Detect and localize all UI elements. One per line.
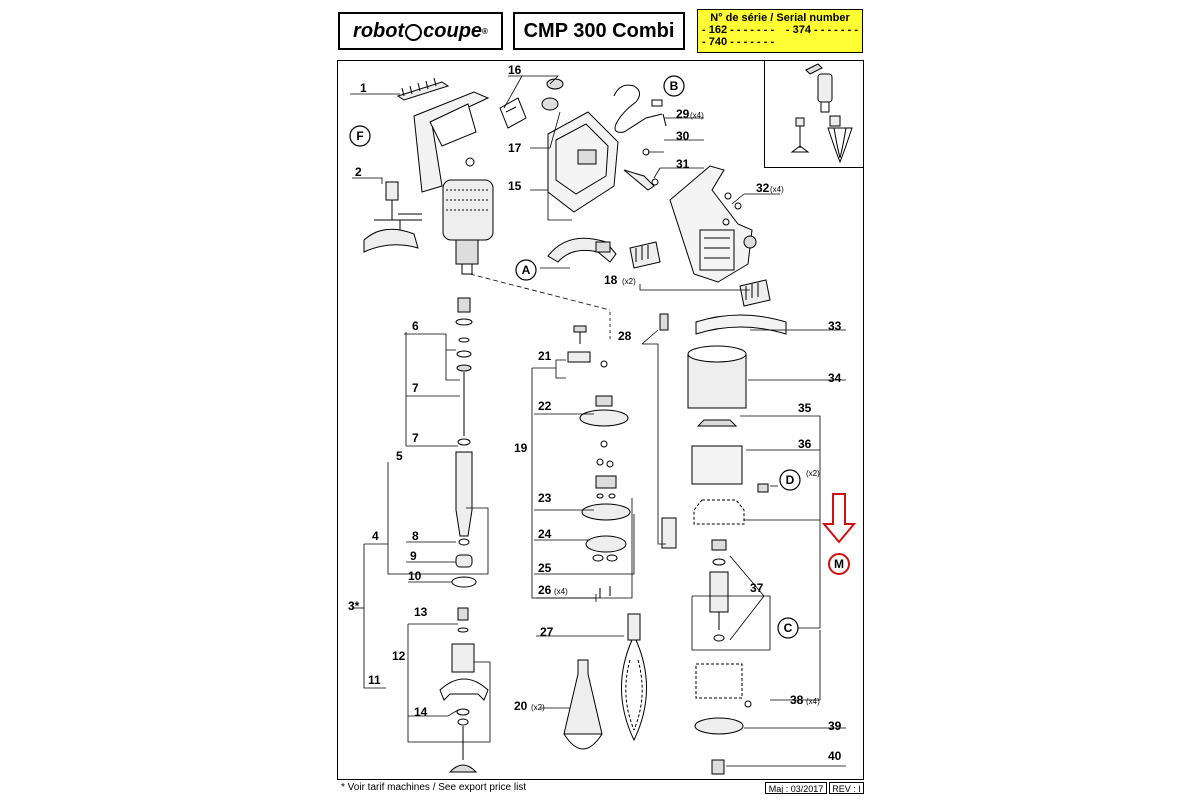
part-labels: 123*456778910111213141516171819202122232…: [348, 63, 842, 763]
inset-assembled-motor: [790, 63, 853, 164]
circle-a-marker: [515, 259, 537, 281]
part-label-8: 8: [412, 529, 419, 543]
part-F-motor-unit: [413, 91, 494, 275]
part-label-12: 12: [392, 649, 406, 663]
circle-c-marker: [777, 617, 799, 639]
part-label-20: 20: [514, 699, 528, 713]
part-label-38: 38: [790, 693, 804, 707]
part-B-power-cord: [613, 84, 663, 133]
part-label-28: 28: [618, 329, 632, 343]
part-label-1: 1: [360, 81, 367, 95]
serial-title: N° de série / Serial number: [710, 12, 850, 24]
part-label-10: 10: [408, 569, 422, 583]
logo-text-right: coupe: [423, 19, 483, 42]
circle-label-a: A: [522, 263, 531, 277]
whisk-attachment: [563, 613, 647, 750]
leader-lines: [350, 75, 846, 767]
model-title: CMP 300 Combi: [513, 12, 685, 50]
part-28-connector: [659, 313, 677, 549]
quantity-q26: (x4): [554, 587, 568, 596]
part-label-29: 29: [676, 107, 690, 121]
part-label-14: 14: [414, 705, 428, 719]
part-label-5: 5: [396, 449, 403, 463]
part-label-2: 2: [355, 165, 362, 179]
parts-29-30-31-hardware: [623, 113, 667, 191]
robot-coupe-logo: robot coupe®: [338, 12, 503, 50]
quantity-q29: (x4): [690, 111, 704, 120]
part-15-housing-half: [547, 111, 619, 213]
serial-range-374: - 374 - - - - - - -: [785, 24, 858, 36]
part-1-clips: [396, 77, 450, 101]
quantity-qD: (x2): [806, 469, 820, 478]
part-motor-housing-cover: [669, 165, 757, 283]
quantity-q32: (x4): [770, 185, 784, 194]
quantity-q20: (x2): [531, 703, 545, 712]
circle-label-f: F: [356, 129, 363, 143]
logo-text-left: robot: [353, 19, 405, 42]
part-label-40: 40: [828, 749, 842, 763]
part-label-25: 25: [538, 561, 552, 575]
part-label-19: 19: [514, 441, 528, 455]
part-label-32: 32: [756, 181, 770, 195]
part-label-3: 3*: [348, 599, 360, 613]
circle-label-c: C: [784, 621, 793, 635]
footer-revision: REV : I: [829, 782, 864, 794]
whisk-shaft-assembly: [439, 607, 489, 773]
part-2-cable-assembly: [363, 181, 422, 253]
part-label-11: 11: [368, 673, 381, 687]
part-label-35: 35: [798, 401, 812, 415]
part-label-13: 13: [414, 605, 428, 619]
part-label-23: 23: [538, 491, 552, 505]
part-label-7a: 7: [412, 381, 419, 395]
quantity-q38: (x4): [806, 697, 820, 706]
circle-f-marker: [349, 125, 371, 147]
serial-range-162: - 162 - - - - - - -: [702, 24, 775, 36]
part-label-21: 21: [538, 349, 552, 363]
part-label-30: 30: [676, 129, 690, 143]
quantity-q18: (x2): [622, 277, 636, 286]
part-label-7b: 7: [412, 431, 419, 445]
part-label-34: 34: [828, 371, 842, 385]
part-label-27: 27: [540, 625, 554, 639]
circled-letter-labels: A B C D F M: [349, 75, 850, 639]
logo-registered-mark: ®: [482, 26, 488, 36]
part-label-26: 26: [538, 583, 552, 597]
part-label-39: 39: [828, 719, 842, 733]
part-A-clamp: [547, 237, 617, 263]
circle-label-m: M: [834, 557, 844, 571]
motor-components: [687, 314, 787, 775]
gearbox-assembly: [567, 325, 631, 598]
part-label-36: 36: [798, 437, 812, 451]
part-label-18: 18: [604, 273, 618, 287]
part-label-37: 37: [750, 581, 764, 595]
circle-label-d: D: [786, 473, 795, 487]
serial-number-box: N° de série / Serial number - 162 - - - …: [697, 9, 863, 53]
footer-note: * Voir tarif machines / See export price…: [341, 782, 527, 793]
part-label-33: 33: [828, 319, 842, 333]
serial-range-740: - 740 - - - - - - -: [702, 36, 775, 48]
part-label-31: 31: [676, 157, 690, 171]
part-label-6: 6: [412, 319, 419, 333]
part-label-22: 22: [538, 399, 552, 413]
circle-b-marker: [663, 75, 685, 97]
circle-m-marker: [828, 553, 850, 575]
blender-shaft-assembly: [451, 297, 477, 588]
part-label-4: 4: [372, 529, 379, 543]
highlight-arrow-icon: [821, 493, 857, 544]
part-label-17: 17: [508, 141, 522, 155]
part-label-15: 15: [508, 179, 522, 193]
circle-label-b: B: [670, 79, 679, 93]
part-label-9: 9: [410, 549, 417, 563]
part-16-17-covers: [499, 78, 564, 129]
part-label-16: 16: [508, 63, 522, 77]
part-18-vent-grilles: [629, 241, 771, 307]
logo-ring-icon: [405, 23, 423, 41]
assembled-views-inset: [764, 60, 864, 168]
part-label-24: 24: [538, 527, 552, 541]
footer-date: Maj : 03/2017: [765, 782, 827, 794]
circle-d-marker: [779, 469, 801, 491]
